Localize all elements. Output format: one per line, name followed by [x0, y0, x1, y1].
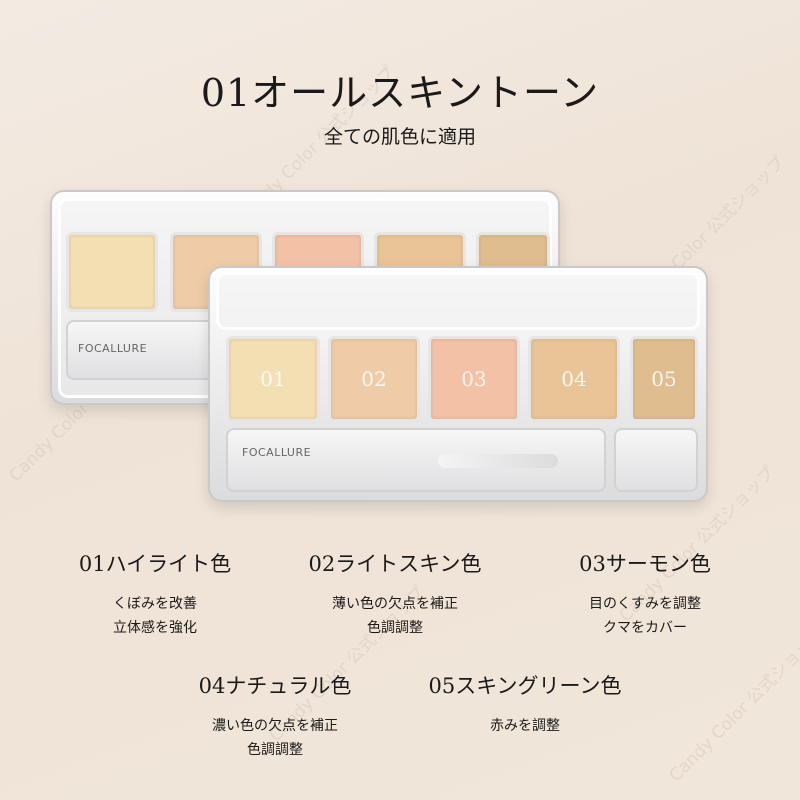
shade-benefit: 濃い色の欠点を補正: [212, 718, 338, 734]
shade-desc-03: 03サーモン色 目のくすみを調整 クマをカバー: [530, 548, 760, 640]
pan-number: 01: [260, 367, 286, 391]
shade-benefit: 色調調整: [247, 742, 303, 758]
brush-tray: FOCALLURE: [226, 428, 606, 492]
brand-logo: FOCALLURE: [242, 446, 312, 459]
front-palette: 01 02 03 04 05 FOCALLURE: [208, 266, 708, 502]
watermark: Candy Color 公式ショップ: [665, 622, 800, 786]
shade-name: 04ナチュラル色: [198, 674, 352, 698]
back-palette: FOCALLURE: [50, 190, 560, 405]
shade-name: 05スキングリーン色: [428, 674, 622, 698]
shade-benefit: 目のくすみを調整: [589, 596, 701, 612]
pan-number: 03: [461, 367, 487, 391]
pan-number: 02: [361, 367, 387, 391]
shade-name: 02ライトスキン色: [308, 552, 482, 576]
shade-benefit: くぼみを改善: [113, 596, 197, 612]
page-title: 01オールスキントーン: [200, 71, 600, 115]
shade-name: 01ハイライト色: [78, 552, 232, 576]
shade-pan-05: 05: [630, 336, 698, 422]
shade-benefit: 色調調整: [367, 620, 423, 636]
shade-pan-01: 01: [226, 336, 320, 422]
brand-logo: FOCALLURE: [78, 342, 148, 355]
shade-name: 03サーモン色: [579, 552, 711, 576]
spatula-tray: [614, 428, 698, 492]
shade-desc-02: 02ライトスキン色 薄い色の欠点を補正 色調調整: [280, 548, 510, 640]
shade-benefit: クマをカバー: [603, 620, 687, 636]
shade-pan-02: 02: [328, 336, 420, 422]
shade-pan-03: 03: [428, 336, 520, 422]
shade-benefit: 薄い色の欠点を補正: [332, 596, 458, 612]
page-subtitle: 全ての肌色に適用: [323, 126, 476, 148]
shade-desc-04: 04ナチュラル色 濃い色の欠点を補正 色調調整: [160, 670, 390, 762]
brush-tray: FOCALLURE: [66, 320, 216, 380]
shade-desc-05: 05スキングリーン色 赤みを調整: [410, 670, 640, 738]
shade-desc-01: 01ハイライト色 くぼみを改善 立体感を強化: [40, 548, 270, 640]
shade-benefit: 赤みを調整: [490, 718, 560, 734]
shade-benefit: 立体感を強化: [113, 620, 197, 636]
shade-pan-04: 04: [528, 336, 620, 422]
palette-lid: [216, 272, 700, 330]
pan-number: 04: [561, 367, 587, 391]
pan-number: 05: [651, 367, 677, 391]
back-pan: [66, 232, 158, 312]
brush: [438, 454, 558, 468]
